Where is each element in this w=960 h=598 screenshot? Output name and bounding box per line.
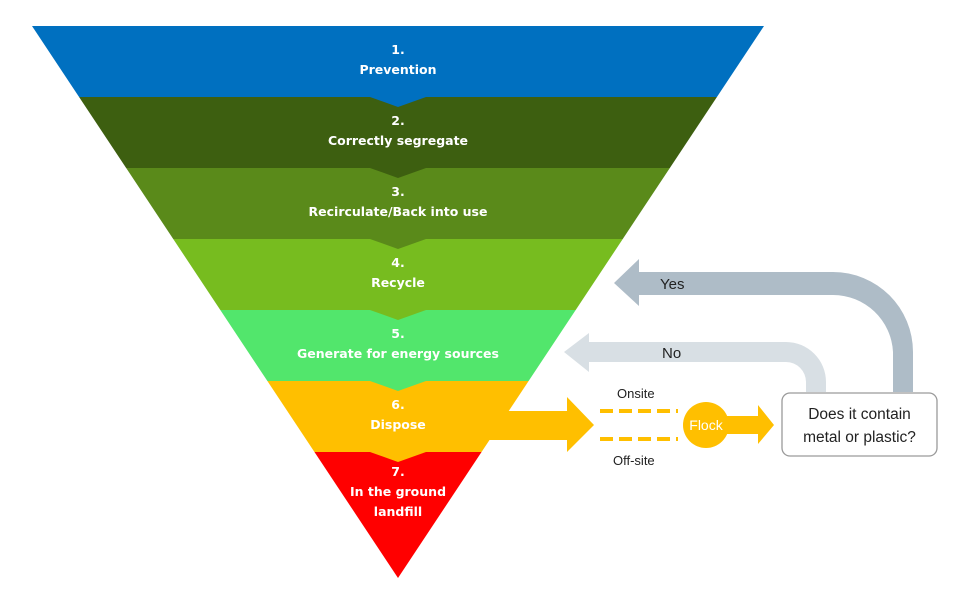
level-7-label: In the ground — [350, 484, 446, 499]
funnel-band-6 — [267, 381, 529, 452]
funnel-band-5 — [220, 310, 576, 381]
yes-arrow-shape — [614, 259, 913, 392]
flock-node: Flock — [683, 402, 774, 448]
funnel-notch-4 — [370, 310, 426, 320]
level-5-number: 5. — [391, 326, 404, 341]
level-3-number: 3. — [391, 184, 404, 199]
level-2-number: 2. — [391, 113, 404, 128]
level-7-label: landfill — [374, 504, 422, 519]
no-arrow-shape — [564, 333, 826, 392]
funnel-notch-6 — [370, 452, 426, 462]
funnel-band-2 — [79, 97, 717, 168]
decision-box-frame — [781, 392, 938, 457]
level-6-number: 6. — [391, 397, 404, 412]
level-5-label: Generate for energy sources — [297, 346, 499, 361]
offsite-label: Off-site — [613, 453, 655, 468]
level-3-label: Recirculate/Back into use — [309, 204, 488, 219]
funnel-band-3 — [126, 168, 670, 239]
flock-label: Flock — [689, 417, 723, 433]
funnel-notch-2 — [370, 168, 426, 178]
level-1-label: Prevention — [359, 62, 436, 77]
funnel-notch-1 — [370, 97, 426, 107]
funnel-band-4 — [173, 239, 623, 310]
funnel-notch-3 — [370, 239, 426, 249]
onsite-label: Onsite — [617, 386, 655, 401]
funnel-notch-5 — [370, 381, 426, 391]
level-4-number: 4. — [391, 255, 404, 270]
level-2-label: Correctly segregate — [328, 133, 468, 148]
funnel-labels: 1. Prevention 2. Correctly segregate 3. Recir… — [297, 42, 499, 519]
decision-box: Does it contain metal or plastic? — [781, 392, 938, 457]
level-4-label: Recycle — [371, 275, 425, 290]
dispose-arrow-shape — [480, 397, 594, 452]
yes-label: Yes — [660, 276, 684, 293]
collection-routes: Onsite Off-site — [600, 386, 678, 468]
level-1-number: 1. — [391, 42, 404, 57]
funnel-band-1 — [32, 26, 764, 97]
funnel-band-7 — [314, 452, 482, 578]
level-7-number: 7. — [391, 464, 404, 479]
decision-line-1: Does it contain — [808, 406, 911, 423]
no-label: No — [662, 345, 681, 362]
waste-hierarchy-funnel — [32, 26, 764, 578]
dispose-arrow — [480, 397, 594, 452]
flock-circle — [683, 402, 729, 448]
no-arrow: No — [564, 333, 826, 392]
flock-arrow-shape — [720, 405, 774, 444]
level-6-label: Dispose — [370, 417, 426, 432]
yes-arrow: Yes — [614, 259, 913, 392]
decision-line-2: metal or plastic? — [803, 429, 916, 446]
